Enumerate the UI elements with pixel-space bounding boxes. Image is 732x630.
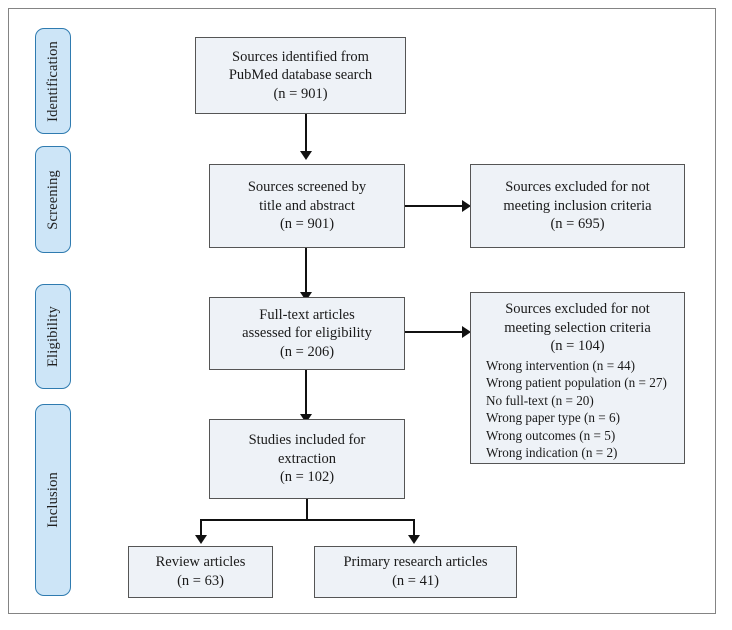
node-fulltext-assessed-line-2: assessed for eligibility — [242, 325, 372, 342]
exclusion-reason-item: Wrong indication (n = 2) — [486, 445, 618, 461]
arrowhead-fulltext-to-included — [300, 414, 312, 423]
exclusion-reason-item: Wrong intervention (n = 44) — [486, 357, 636, 373]
arrowhead-screened-to-excluded — [462, 200, 471, 212]
connector-fulltext-to-excluded — [405, 331, 462, 333]
node-primary-research-articles: Primary research articles (n = 41) — [314, 546, 517, 598]
node-sources-identified-count: (n = 901) — [273, 85, 328, 102]
exclusion-reason-item: Wrong paper type (n = 6) — [486, 410, 620, 426]
node-sources-screened-line-2: title and abstract — [259, 197, 355, 214]
node-review-articles-line-1: Review articles — [155, 554, 246, 571]
exclusion-reason-list: Wrong intervention (n = 44) Wrong patien… — [476, 357, 667, 462]
phase-identification: Identification — [35, 28, 71, 134]
arrowhead-included-to-review — [195, 535, 207, 544]
phase-identification-label: Identification — [44, 40, 61, 122]
node-excluded-selection-criteria-head: Sources excluded for not meeting selecti… — [476, 300, 679, 356]
node-sources-screened-count: (n = 901) — [279, 216, 335, 233]
arrowhead-included-to-primary — [408, 535, 420, 544]
node-excluded-inclusion-criteria: Sources excluded for not meeting inclusi… — [470, 164, 685, 248]
connector-screened-to-fulltext — [305, 248, 307, 292]
node-studies-included-line-2: extraction — [278, 450, 336, 467]
node-excluded-selection-criteria-count: (n = 104) — [550, 338, 605, 355]
arrowhead-fulltext-to-excluded — [462, 326, 471, 338]
node-fulltext-assessed-line-1: Full-text articles — [259, 306, 355, 323]
node-sources-identified: Sources identified from PubMed database … — [195, 37, 406, 114]
node-studies-included-count: (n = 102) — [279, 469, 335, 486]
node-review-articles: Review articles (n = 63) — [128, 546, 273, 598]
connector-identified-to-screened — [305, 114, 307, 151]
connector-screened-to-excluded — [405, 205, 462, 207]
phase-screening: Screening — [35, 146, 71, 253]
node-studies-included: Studies included for extraction (n = 102… — [209, 419, 405, 499]
phase-eligibility: Eligibility — [35, 284, 71, 389]
node-primary-research-articles-count: (n = 41) — [392, 573, 439, 589]
node-studies-included-line-1: Studies included for — [248, 432, 366, 449]
connector-fulltext-to-included — [305, 370, 307, 414]
diagram-frame: Identification Screening Eligibility Inc… — [8, 8, 716, 614]
node-excluded-inclusion-criteria-line-1: Sources excluded for not — [505, 179, 650, 196]
node-primary-research-articles-line-1: Primary research articles — [343, 554, 488, 571]
phase-screening-label: Screening — [44, 169, 61, 230]
connector-included-split-bar — [200, 519, 415, 521]
node-fulltext-assessed: Full-text articles assessed for eligibil… — [209, 297, 405, 370]
node-review-articles-count: (n = 63) — [177, 573, 224, 589]
phase-eligibility-label: Eligibility — [44, 305, 61, 367]
exclusion-reason-item: Wrong patient population (n = 27) — [486, 375, 667, 391]
arrowhead-screened-to-fulltext — [300, 292, 312, 301]
arrowhead-identified-to-screened — [300, 151, 312, 160]
phase-inclusion: Inclusion — [35, 404, 71, 596]
node-sources-identified-line-2: PubMed database search — [228, 67, 373, 84]
node-sources-screened-line-1: Sources screened by — [247, 179, 367, 196]
node-sources-identified-line-1: Sources identified from — [232, 48, 369, 65]
phase-inclusion-label: Inclusion — [44, 472, 61, 528]
node-excluded-inclusion-criteria-line-2: meeting inclusion criteria — [503, 197, 652, 214]
connector-included-to-primary — [413, 519, 415, 535]
node-sources-screened: Sources screened by title and abstract (… — [209, 164, 405, 248]
node-excluded-selection-criteria-line-2: meeting selection criteria — [504, 319, 651, 336]
exclusion-reason-item: No full-text (n = 20) — [486, 392, 594, 408]
connector-included-to-review — [200, 519, 202, 535]
connector-included-stem — [306, 499, 308, 521]
node-excluded-inclusion-criteria-count: (n = 695) — [550, 216, 605, 233]
exclusion-reason-item: Wrong outcomes (n = 5) — [486, 427, 616, 443]
node-fulltext-assessed-count: (n = 206) — [279, 343, 335, 360]
node-excluded-selection-criteria-line-1: Sources excluded for not — [505, 301, 650, 317]
node-excluded-selection-criteria: Sources excluded for not meeting selecti… — [470, 292, 685, 464]
